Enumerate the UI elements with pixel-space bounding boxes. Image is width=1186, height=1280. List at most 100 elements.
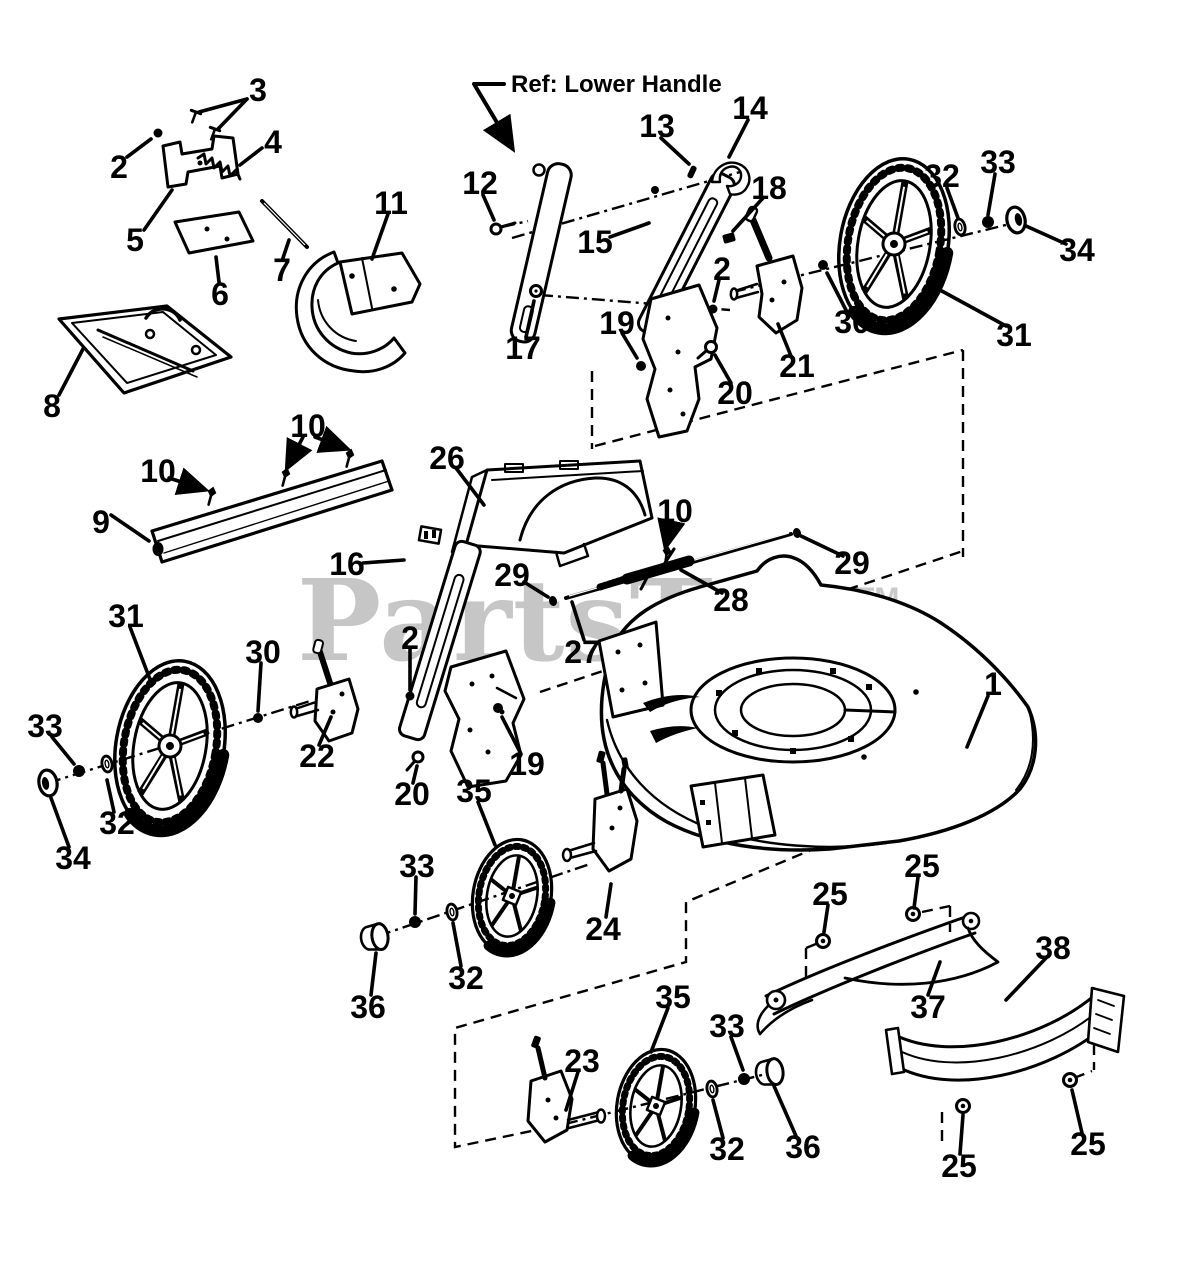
part-mounting-bracket-group xyxy=(153,108,309,255)
callout-label-10: 10 xyxy=(140,453,176,489)
callout-leader-28 xyxy=(679,568,724,595)
callout-label-34: 34 xyxy=(1059,232,1095,268)
callout-leader-35 xyxy=(649,1006,670,1054)
callout-leader-19 xyxy=(500,715,523,756)
callout-label-25: 25 xyxy=(812,876,848,912)
callout-label-25: 25 xyxy=(904,848,940,884)
part-front-wheel-right-group xyxy=(357,750,639,959)
part-rear-rail xyxy=(150,446,394,564)
exploded-view-artwork: Ref: Lower Handle xyxy=(35,71,1126,1169)
callout-label-2: 2 xyxy=(110,149,128,185)
callout-leader-3 xyxy=(197,97,249,114)
callout-label-2: 2 xyxy=(713,251,731,287)
part-handle-hardware-right xyxy=(529,161,751,371)
callout-leader-25 xyxy=(822,903,830,934)
part-wheel-rear-left xyxy=(35,652,238,840)
callout-label-27: 27 xyxy=(564,634,600,670)
callout-leader-31 xyxy=(128,625,153,684)
callout-leader-2 xyxy=(712,278,721,303)
callout-leader-32 xyxy=(711,1098,725,1140)
callout-leader-30 xyxy=(825,271,849,314)
ref-lower-handle-label: Ref: Lower Handle xyxy=(511,71,722,98)
callout-label-8: 8 xyxy=(43,388,61,424)
callout-leader-32 xyxy=(105,778,116,814)
callout-leader-19 xyxy=(620,331,639,360)
callout-leader-37 xyxy=(926,960,942,997)
callout-leader-24 xyxy=(604,882,613,919)
callout-leader-36 xyxy=(369,951,378,997)
callout-label-35: 35 xyxy=(456,773,492,809)
part-height-adjuster-rear-right xyxy=(729,205,828,335)
callout-label-36: 36 xyxy=(785,1129,821,1165)
callout-label-28: 28 xyxy=(713,582,749,618)
callout-label-30: 30 xyxy=(834,304,870,340)
callout-leader-2 xyxy=(125,137,153,159)
callout-leader-4 xyxy=(238,146,264,167)
callout-label-20: 20 xyxy=(717,375,753,411)
callout-label-18: 18 xyxy=(751,170,787,206)
callout-leader-33 xyxy=(729,1035,745,1072)
callout-label-34: 34 xyxy=(55,840,91,876)
callout-label-29: 29 xyxy=(834,545,870,581)
callout-label-36: 36 xyxy=(350,989,386,1025)
callout-leader-20 xyxy=(411,764,419,785)
callout-label-32: 32 xyxy=(99,805,135,841)
callout-label-26: 26 xyxy=(429,440,465,476)
callout-leader-32 xyxy=(451,921,463,968)
callout-leader-26 xyxy=(454,466,486,507)
callout-label-19: 19 xyxy=(509,746,545,782)
callout-label-31: 31 xyxy=(996,317,1032,353)
callout-label-17: 17 xyxy=(505,330,541,366)
callout-leader-7 xyxy=(281,238,291,260)
callout-label-10: 10 xyxy=(657,493,693,529)
callout-label-19: 19 xyxy=(599,305,635,341)
callout-label-9: 9 xyxy=(92,504,110,540)
callout-leader-15 xyxy=(608,221,651,239)
callout-label-4: 4 xyxy=(264,124,282,160)
callout-label-7: 7 xyxy=(273,252,291,288)
callout-label-25: 25 xyxy=(941,1148,977,1184)
part-front-baffle xyxy=(756,906,1000,1036)
callout-leader-12 xyxy=(481,193,496,222)
callout-leader-3 xyxy=(216,97,249,131)
callout-label-11: 11 xyxy=(374,185,408,221)
part-front-wheel-left-group xyxy=(526,1035,787,1169)
callout-leader-32 xyxy=(945,186,960,220)
callout-label-13: 13 xyxy=(639,108,675,144)
part-rear-baffle xyxy=(884,986,1126,1114)
callout-leader-30 xyxy=(256,661,263,713)
callout-label-37: 37 xyxy=(910,989,946,1025)
callout-leader-23 xyxy=(564,1070,580,1112)
callout-leader-21 xyxy=(776,322,793,358)
part-mulch-cover xyxy=(450,459,654,568)
callout-leader-31 xyxy=(938,288,1008,328)
callout-label-1: 1 xyxy=(984,666,1002,702)
bolt-icon xyxy=(153,128,163,138)
callout-label-25: 25 xyxy=(1070,1126,1106,1162)
callout-leader-29 xyxy=(799,534,845,558)
callout-label-38: 38 xyxy=(1035,930,1071,966)
callout-leader-10 xyxy=(284,435,313,473)
callout-leader-10 xyxy=(167,467,210,495)
callout-leader-27 xyxy=(570,600,586,642)
part-discharge-chute xyxy=(294,250,422,374)
ref-lower-handle-callout: Ref: Lower Handle xyxy=(472,71,722,153)
callout-leader-8 xyxy=(57,347,85,397)
callout-leader-34 xyxy=(49,796,71,849)
callout-label-33: 33 xyxy=(980,144,1016,180)
callout-label-23: 23 xyxy=(564,1043,600,1079)
callout-label-32: 32 xyxy=(924,158,960,194)
callout-label-31: 31 xyxy=(108,598,144,634)
callout-leader-29 xyxy=(522,580,550,599)
callout-leader-38 xyxy=(1004,956,1048,1002)
callout-leader-6 xyxy=(214,255,221,284)
callout-leader-17 xyxy=(524,299,536,339)
callout-label-22: 22 xyxy=(299,738,335,774)
callout-label-15: 15 xyxy=(577,224,613,260)
callout-leader-36 xyxy=(772,1084,798,1138)
callout-label-12: 12 xyxy=(462,165,498,201)
callout-label-33: 33 xyxy=(709,1008,745,1044)
part-handle-strap-right xyxy=(636,171,736,439)
cable-clamp-icon xyxy=(710,161,751,196)
